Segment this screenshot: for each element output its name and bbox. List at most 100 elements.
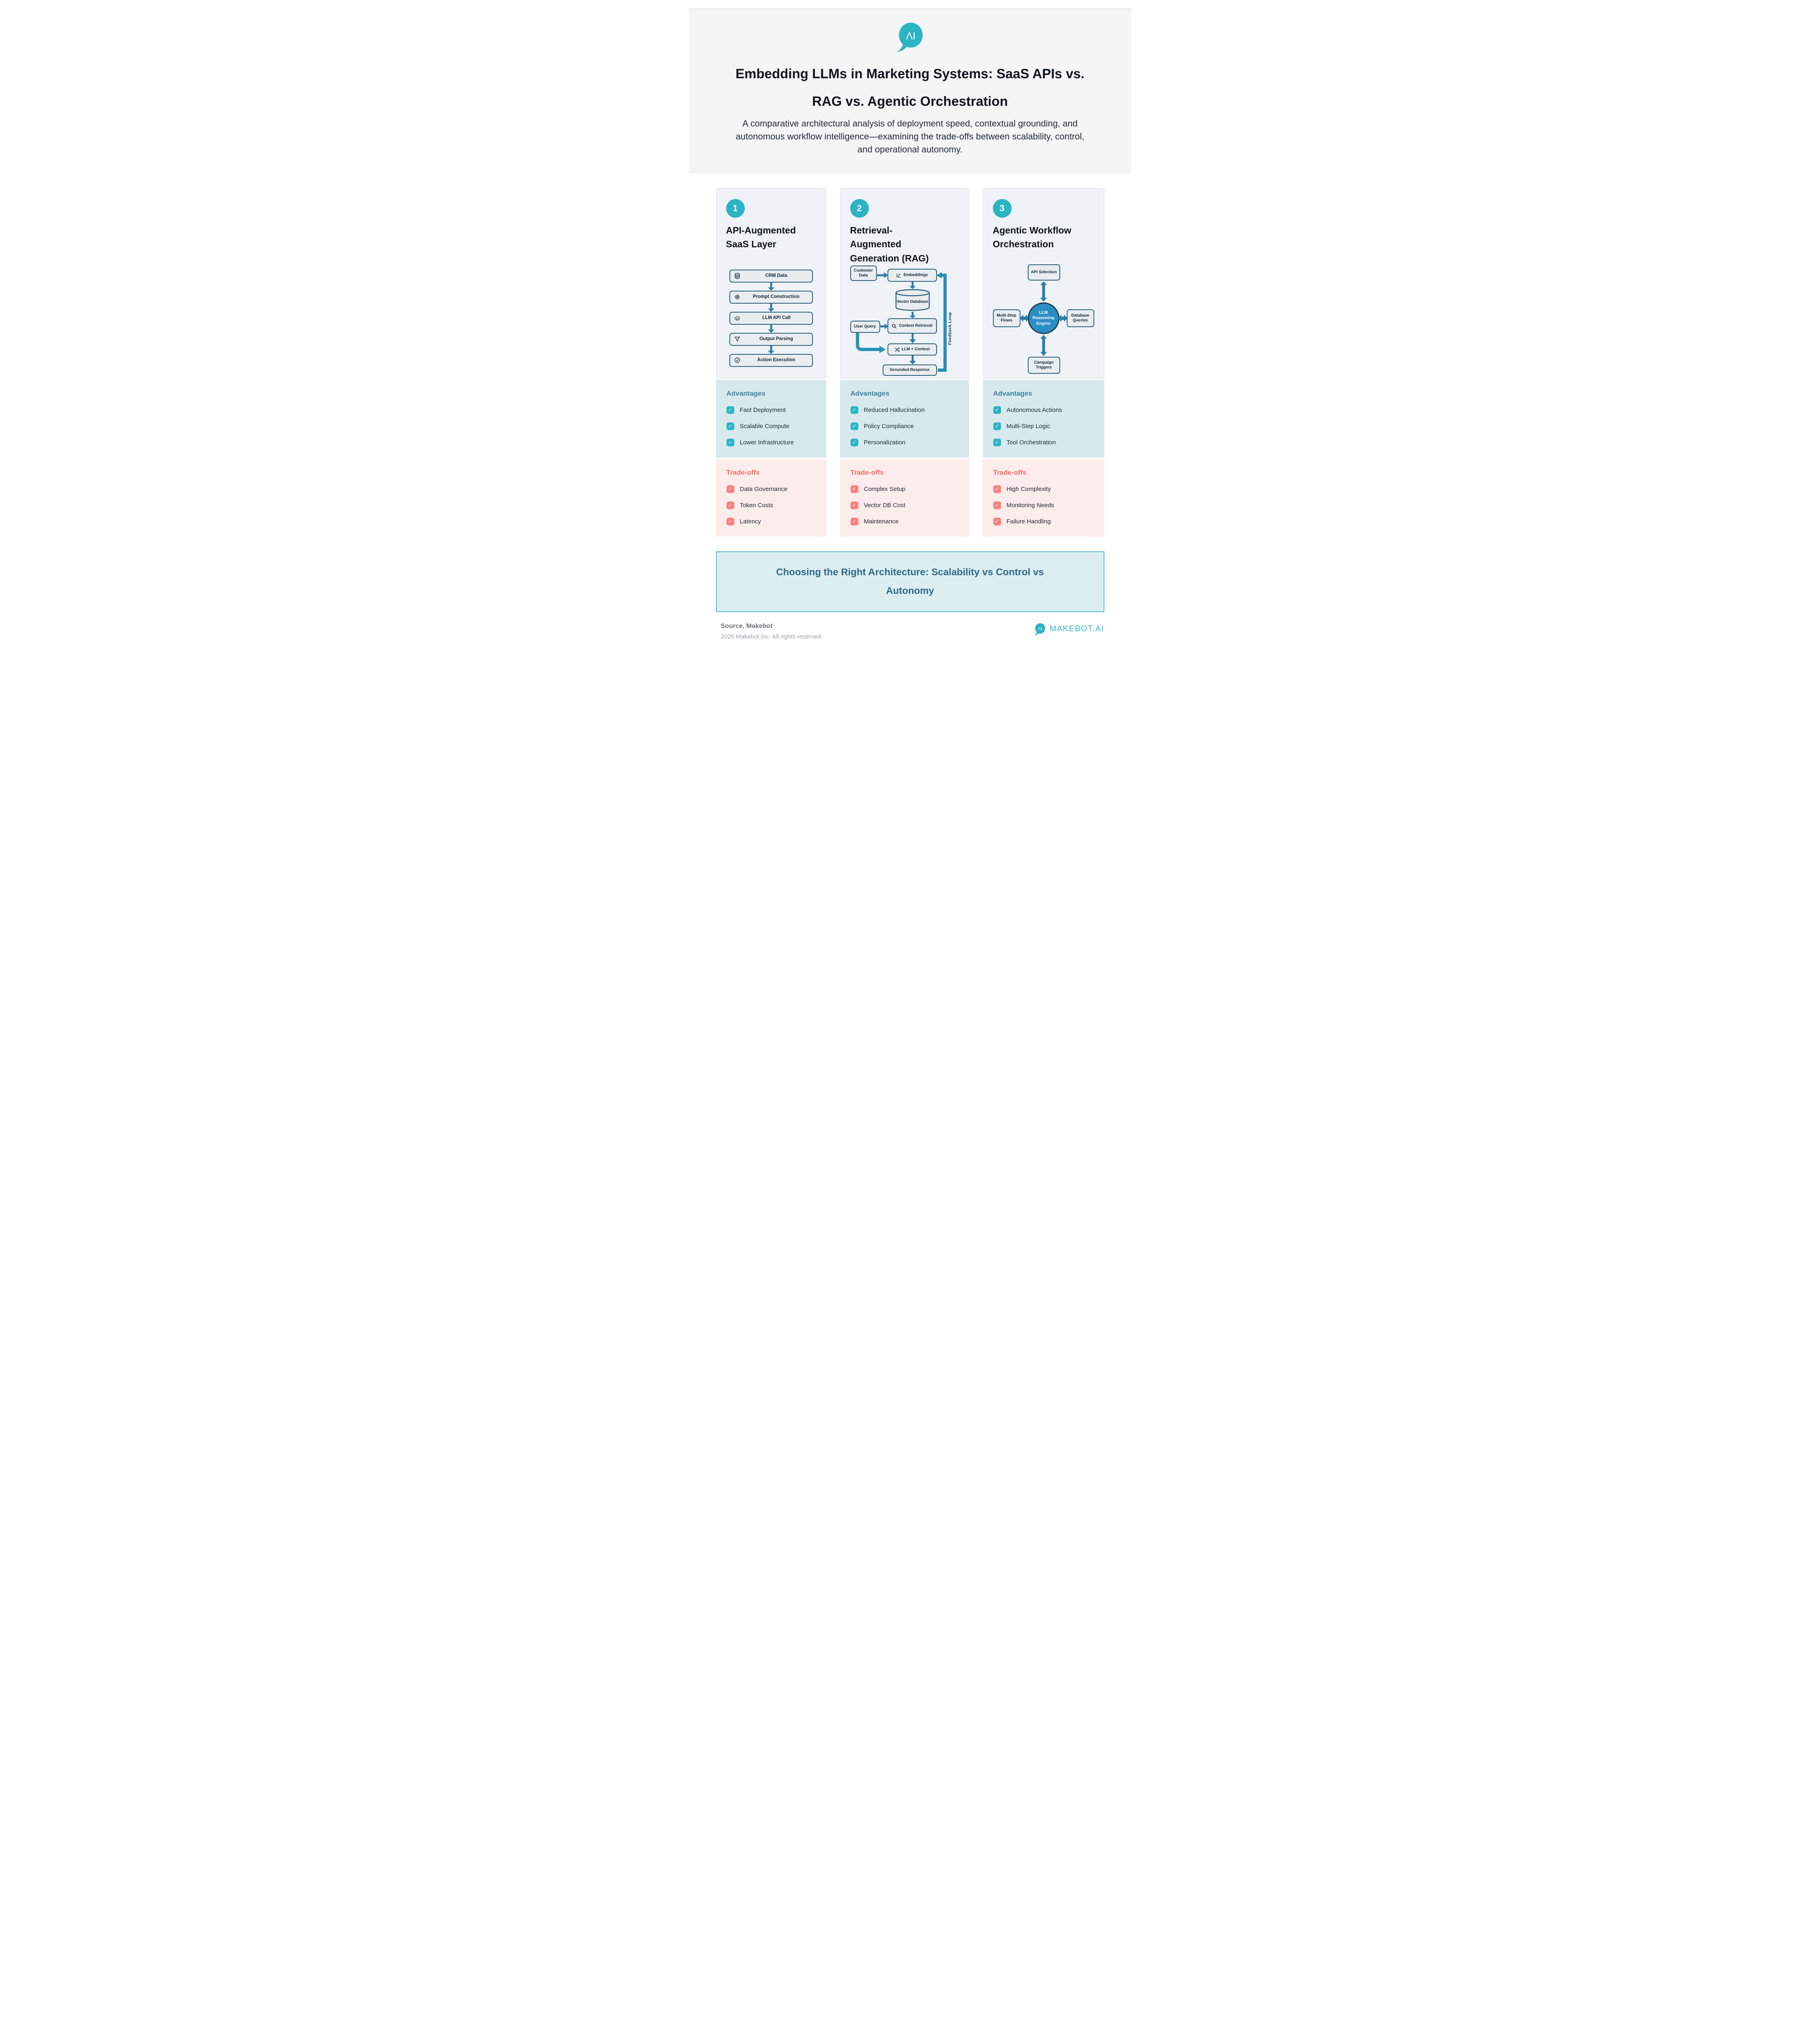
check-icon: ✓: [850, 406, 858, 414]
node-database-queries: Database Queries: [1066, 309, 1094, 327]
check-icon: ✓: [726, 438, 734, 446]
tradeoff-item: ✓ Token Costs: [726, 501, 816, 509]
check-icon: ✓: [993, 406, 1001, 414]
makebot-speech-bubble-logo-icon: ΛI: [896, 21, 925, 52]
copyright-text: 2026 Makebot.Inc. All rights reserved.: [720, 633, 823, 640]
tradeoff-label: Token Costs: [740, 501, 774, 509]
tradeoffs-heading: Trade-offs: [993, 468, 1027, 476]
cloud-api-icon: API: [734, 315, 741, 321]
tradeoff-item: ✓ Monitoring Needs: [993, 501, 1094, 509]
check-icon: ✓: [726, 501, 734, 509]
check-icon: ✓: [993, 485, 1001, 493]
node-context-retrieval: Context Retrieval: [887, 318, 937, 334]
tradeoff-label: Monitoring Needs: [1006, 501, 1055, 509]
node-multi-step-flows: Multi-Step Flows: [993, 309, 1020, 327]
tradeoff-item: ✓ High Complexity: [993, 485, 1094, 493]
database-icon: [734, 273, 740, 279]
architecture-columns: 1 API-Augmented SaaS Layer: [716, 188, 1104, 537]
infographic-page: ΛI Embedding LLMs in Marketing Systems: …: [682, 8, 1138, 641]
tradeoff-label: Latency: [740, 518, 761, 525]
shuffle-icon: [894, 347, 900, 352]
advantage-item: ✓ Autonomous Actions: [993, 406, 1094, 414]
tradeoffs-heading: Trade-offs: [850, 468, 884, 476]
flow-step-label: Action Execution: [757, 358, 795, 363]
check-icon: ✓: [850, 485, 858, 493]
flow-step-prompt-construction: Prompt Construction: [729, 290, 813, 304]
arrow-down-icon: [767, 324, 774, 333]
advantage-label: Lower Infrastructure: [740, 439, 794, 446]
svg-text:API: API: [736, 317, 739, 319]
tradeoff-label: Failure Handling: [1006, 518, 1051, 525]
advantage-label: Reduced Hallucination: [864, 406, 925, 414]
advantage-label: Autonomous Actions: [1006, 406, 1062, 414]
brand-wordmark: MAKEBOT.AI: [1049, 624, 1104, 634]
footer-source-block: Source. Makebot 2026 Makebot.Inc. All ri…: [721, 623, 823, 640]
tradeoff-item: ✓ Latency: [726, 517, 816, 525]
flow-step-label: Output Parsing: [759, 336, 793, 342]
magnifier-icon: [892, 324, 897, 329]
column-number-badge: 3: [993, 199, 1012, 218]
double-arrow-horizontal-icon: [1019, 314, 1029, 322]
advantage-label: Multi-Step Logic: [1006, 422, 1050, 430]
conclusion-banner-text: Choosing the Right Architecture: Scalabi…: [776, 567, 1044, 596]
flow-step-llm-api-call: API LLM API Call: [729, 311, 813, 325]
check-icon: ✓: [993, 422, 1001, 430]
advantages-panel: Advantages ✓ Reduced Hallucination ✓ Pol…: [840, 379, 969, 458]
check-icon: ✓: [850, 438, 858, 446]
feedback-loop-arrow-icon: [936, 272, 947, 372]
arrow-down-icon: [909, 312, 916, 319]
node-customer-data: Customer Data: [850, 266, 877, 281]
check-icon: ✓: [850, 422, 858, 430]
check-icon: ✓: [726, 517, 734, 525]
node-campaign-triggers: Campaign Triggers: [1027, 356, 1060, 374]
check-icon: ✓: [993, 438, 1001, 446]
check-icon: ✓: [726, 406, 734, 414]
advantage-label: Fast Deployment: [740, 406, 786, 414]
advantage-item: ✓ Policy Compliance: [850, 422, 958, 430]
check-icon: ✓: [726, 422, 734, 430]
arrow-down-icon: [909, 356, 916, 365]
flow-step-label: Prompt Construction: [753, 294, 800, 300]
advantage-label: Personalization: [864, 439, 906, 446]
node-vector-database: Vector Database: [896, 300, 928, 304]
header-band: ΛI Embedding LLMs in Marketing Systems: …: [688, 8, 1132, 173]
check-circle-icon: [734, 357, 740, 363]
footer-brand: ΛI MAKEBOT.AI: [1034, 623, 1104, 636]
diagram-rag-flow: Customer Data Embeddings: [850, 265, 959, 377]
advantages-heading: Advantages: [850, 389, 890, 397]
conclusion-banner: Choosing the Right Architecture: Scalabi…: [716, 551, 1104, 612]
page-subtitle: A comparative architectural analysis of …: [735, 118, 1085, 155]
check-icon: ✓: [850, 517, 858, 525]
node-label: LLM + Context: [901, 347, 930, 352]
card-agentic: 3 Agentic Workflow Orchestration API Sel…: [982, 188, 1104, 379]
column-number-badge: 1: [726, 199, 745, 218]
footer: Source. Makebot 2026 Makebot.Inc. All ri…: [721, 623, 1104, 640]
check-icon: ✓: [726, 485, 734, 493]
arrow-down-icon: [909, 282, 916, 289]
tradeoff-label: Vector DB Cost: [864, 501, 906, 509]
flow-step-action-execution: Action Execution: [729, 354, 813, 367]
advantages-heading: Advantages: [993, 389, 1032, 397]
advantage-label: Tool Orchestration: [1006, 439, 1056, 446]
llm-reasoning-engine-hub: LLM Reasoning Engine: [1027, 302, 1059, 334]
arrow-down-icon: [767, 282, 774, 291]
advantage-item: ✓ Tool Orchestration: [993, 438, 1094, 446]
card-api-saas: 1 API-Augmented SaaS Layer: [716, 188, 826, 379]
advantage-label: Scalable Compute: [740, 422, 790, 430]
check-icon: ✓: [850, 501, 858, 509]
logo-ai-glyph: ΛI: [906, 31, 915, 42]
advantages-heading: Advantages: [726, 389, 765, 397]
tradeoff-label: Complex Setup: [864, 485, 906, 493]
tradeoff-item: ✓ Complex Setup: [850, 485, 958, 493]
tradeoffs-heading: Trade-offs: [726, 468, 760, 476]
diagram-hub-spoke: API Selection Multi-Step Flows LLM Reaso…: [993, 262, 1094, 374]
tradeoffs-panel: Trade-offs ✓ Complex Setup ✓ Vector DB C…: [840, 459, 969, 537]
flow-step-crm-data: CRM Data: [729, 269, 813, 283]
advantage-item: ✓ Multi-Step Logic: [993, 422, 1094, 430]
gear-icon: [734, 294, 740, 300]
makebot-speech-bubble-logo-icon: ΛI: [1034, 623, 1046, 636]
node-label: Context Retrieval: [899, 324, 933, 328]
check-icon: ✓: [993, 517, 1001, 525]
vector-database-cylinder-icon: [895, 289, 930, 311]
double-arrow-vertical-icon: [1040, 281, 1047, 302]
